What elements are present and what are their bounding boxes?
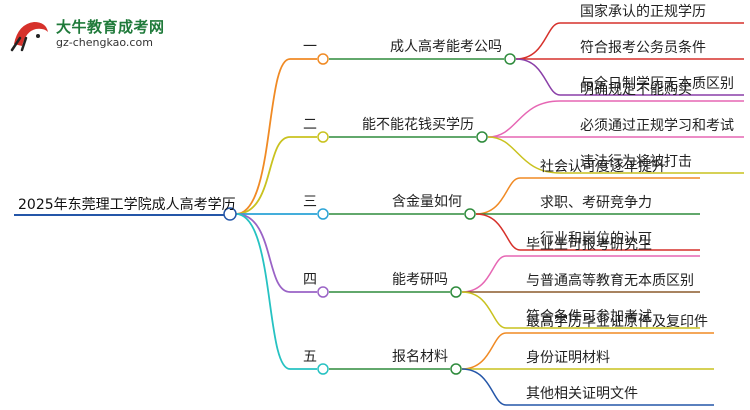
child-curve <box>461 291 507 329</box>
branch-node[interactable] <box>317 131 329 143</box>
child-label: 符合条件可参加考试 <box>526 309 652 325</box>
topic-node[interactable] <box>450 363 462 375</box>
child-label: 违法行为将被打击 <box>580 154 692 170</box>
site-logo[interactable]: 大牛教育成考网 gz-chengkao.com <box>8 14 208 54</box>
branch-index: 二 <box>303 117 317 133</box>
child-label: 符合报考公务员条件 <box>580 40 706 56</box>
branch-node[interactable] <box>317 363 329 375</box>
child-curve <box>461 368 507 406</box>
child-label: 明确规定不能购买 <box>580 82 692 98</box>
branch-index: 五 <box>303 349 317 365</box>
root-label: 2025年东莞理工学院成人高考学历 <box>18 197 236 213</box>
child-curve <box>487 136 561 174</box>
root-node[interactable] <box>223 207 237 221</box>
branch-topic-label: 能不能花钱买学历 <box>362 117 474 133</box>
branch-index: 三 <box>303 194 317 210</box>
branch-node[interactable] <box>317 208 329 220</box>
bull-logo-icon <box>10 22 48 52</box>
branch-topic-label: 报名材料 <box>392 349 448 365</box>
site-title: 大牛教育成考网 <box>56 18 165 36</box>
branch-curve <box>235 58 291 215</box>
branch-node[interactable] <box>317 286 329 298</box>
child-curve <box>475 213 521 251</box>
topic-node[interactable] <box>450 286 462 298</box>
child-label: 必须通过正规学习和考试 <box>580 118 734 134</box>
child-label: 求职、考研竞争力 <box>540 195 652 211</box>
child-label: 社会认可度逐年提升 <box>540 159 666 175</box>
child-curve <box>475 177 521 215</box>
branch-curve <box>235 213 291 293</box>
branch-curve <box>235 136 291 215</box>
child-label: 其他相关证明文件 <box>526 386 638 402</box>
branch-index: 一 <box>303 39 317 55</box>
child-label: 与普通高等教育无本质区别 <box>526 273 694 289</box>
branch-topic-label: 成人高考能考公吗 <box>390 39 502 55</box>
child-curve <box>487 100 561 138</box>
child-curve <box>461 332 507 370</box>
topic-node[interactable] <box>464 208 476 220</box>
branch-topic-label: 含金量如何 <box>392 194 462 210</box>
child-curve <box>461 255 507 293</box>
topic-node[interactable] <box>476 131 488 143</box>
child-label: 身份证明材料 <box>526 350 610 366</box>
branch-index: 四 <box>303 272 317 288</box>
child-label: 与全日制学历无本质区别 <box>580 76 734 92</box>
child-label: 最高学历毕业证原件及复印件 <box>526 314 708 330</box>
child-label: 国家承认的正规学历 <box>580 4 706 20</box>
child-label: 行业和岗位的认可 <box>540 231 652 247</box>
child-curve <box>515 22 561 60</box>
site-url: gz-chengkao.com <box>56 36 153 49</box>
branch-topic-label: 能考研吗 <box>392 272 448 288</box>
branch-node[interactable] <box>317 53 329 65</box>
topic-node[interactable] <box>504 53 516 65</box>
branch-curve <box>235 213 291 370</box>
child-label: 毕业生可报考研究生 <box>526 237 652 253</box>
child-curve <box>515 58 561 96</box>
